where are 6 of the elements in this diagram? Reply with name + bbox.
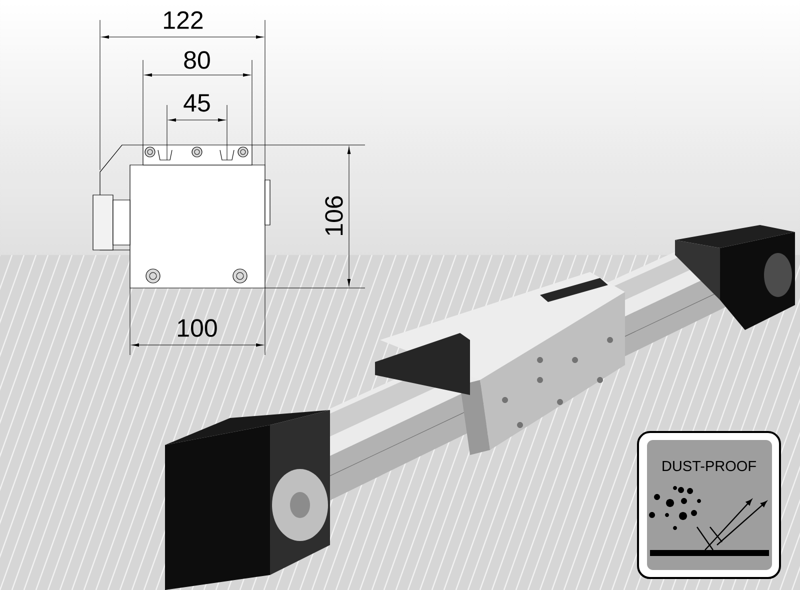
dimension-value: 80 [184,51,210,69]
dimension-value: 122 [164,11,203,29]
dimension-value: 106 [325,196,343,235]
badge: DUST-PROOF [637,431,781,579]
dimension-value: 45 [184,94,210,112]
dimension-value: 100 [178,319,217,337]
